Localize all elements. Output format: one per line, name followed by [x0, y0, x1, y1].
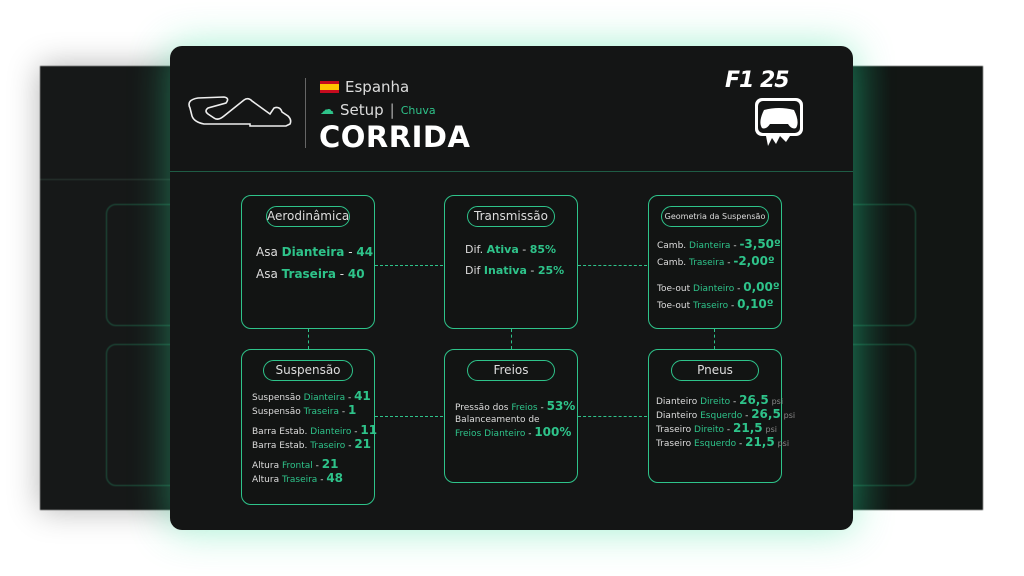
setup-label: Setup	[340, 101, 384, 119]
transmission-row: Dif. Ativa - 85%	[465, 243, 557, 256]
brakes-panel: Freios Pressão dos Freios - 53% Balancea…	[444, 349, 578, 483]
suspension-panel: Suspensão Suspensão Dianteira - 41 Suspe…	[241, 349, 378, 505]
tyre-row: Dianteiro Direito - 26,5 psi	[656, 393, 784, 407]
gamepad-logo-icon	[755, 98, 803, 146]
suspension-row: Barra Estab. Dianteiro - 11	[252, 423, 378, 437]
tyres-panel: Pneus Dianteiro Direito - 26,5 psi Diant…	[648, 349, 796, 483]
geometry-row: Camb. Traseira - -2,00º	[657, 254, 775, 268]
circuit-map-icon	[188, 96, 292, 127]
connector	[375, 416, 443, 417]
country-name: Espanha	[345, 78, 410, 96]
header-divider	[305, 78, 306, 148]
panel-title: Pneus	[671, 360, 759, 381]
aero-row: Asa Dianteira - 44	[256, 245, 374, 259]
background-card-left	[40, 66, 190, 510]
connector	[375, 265, 443, 266]
panel-title: Transmissão	[467, 206, 555, 227]
f1-25-logo: F1 25	[725, 68, 790, 93]
weather-condition: Chuva	[400, 103, 436, 117]
connector	[511, 329, 512, 349]
connector	[578, 416, 647, 417]
suspension-row: Suspensão Dianteira - 41	[252, 389, 371, 403]
tyre-row: Dianteiro Esquerdo - 26,5 psi	[656, 407, 796, 421]
aero-row: Asa Traseira - 40	[256, 267, 365, 281]
brake-balance-row: Freios Dianteiro - 100%	[455, 425, 572, 439]
transmission-panel: Transmissão Dif. Ativa - 85% Dif Inativa…	[444, 195, 578, 329]
geometry-row: Camb. Dianteira - -3,50º	[657, 237, 781, 251]
connector	[578, 265, 647, 266]
suspension-geometry-panel: Geometria da Suspensão Camb. Dianteira -…	[648, 195, 782, 329]
brake-balance-label: Balanceamento de	[455, 415, 540, 425]
connector	[308, 329, 309, 349]
transmission-row: Dif Inativa - 25%	[465, 264, 565, 277]
background-card-right	[830, 66, 983, 510]
session-title: CORRIDA	[319, 120, 471, 154]
header-separator-line	[170, 171, 853, 172]
rain-cloud-icon: ☁	[320, 102, 334, 118]
setup-line: ☁ Setup | Chuva	[320, 101, 436, 119]
separator: |	[389, 101, 395, 119]
country: Espanha	[320, 78, 409, 96]
aero-panel: Aerodinâmica Asa Dianteira - 44 Asa Tras…	[241, 195, 375, 329]
spain-flag-icon	[320, 81, 339, 93]
brake-pressure-row: Pressão dos Freios - 53%	[455, 399, 576, 413]
panel-title: Suspensão	[263, 360, 353, 381]
geometry-row: Toe-out Traseiro - 0,10º	[657, 297, 774, 311]
tyre-row: Traseiro Direito - 21,5 psi	[656, 421, 777, 435]
suspension-row: Suspensão Traseira - 1	[252, 403, 357, 417]
suspension-row: Altura Traseira - 48	[252, 471, 344, 485]
suspension-row: Barra Estab. Traseiro - 21	[252, 437, 372, 451]
panel-title: Freios	[467, 360, 555, 381]
connector	[714, 329, 715, 349]
geometry-row: Toe-out Dianteiro - 0,00º	[657, 280, 780, 294]
tyre-row: Traseiro Esquerdo - 21,5 psi	[656, 435, 790, 449]
panel-title: Aerodinâmica	[266, 206, 350, 227]
panel-title: Geometria da Suspensão	[661, 206, 769, 227]
suspension-row: Altura Frontal - 21	[252, 457, 339, 471]
